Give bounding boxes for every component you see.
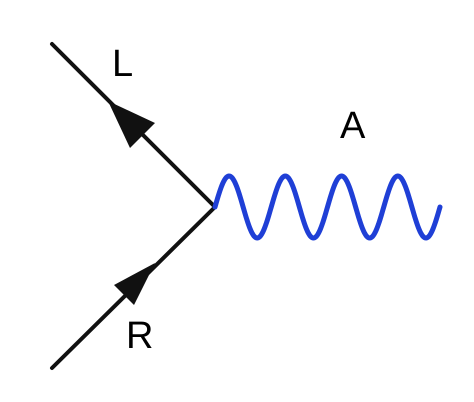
- outgoing-arrow-icon: [108, 101, 155, 148]
- right-fermion-label: R: [126, 315, 153, 357]
- boson-label: A: [340, 105, 366, 147]
- boson-wave: [212, 173, 443, 241]
- incoming-arrow-icon: [114, 263, 155, 305]
- left-fermion-label: L: [112, 43, 133, 85]
